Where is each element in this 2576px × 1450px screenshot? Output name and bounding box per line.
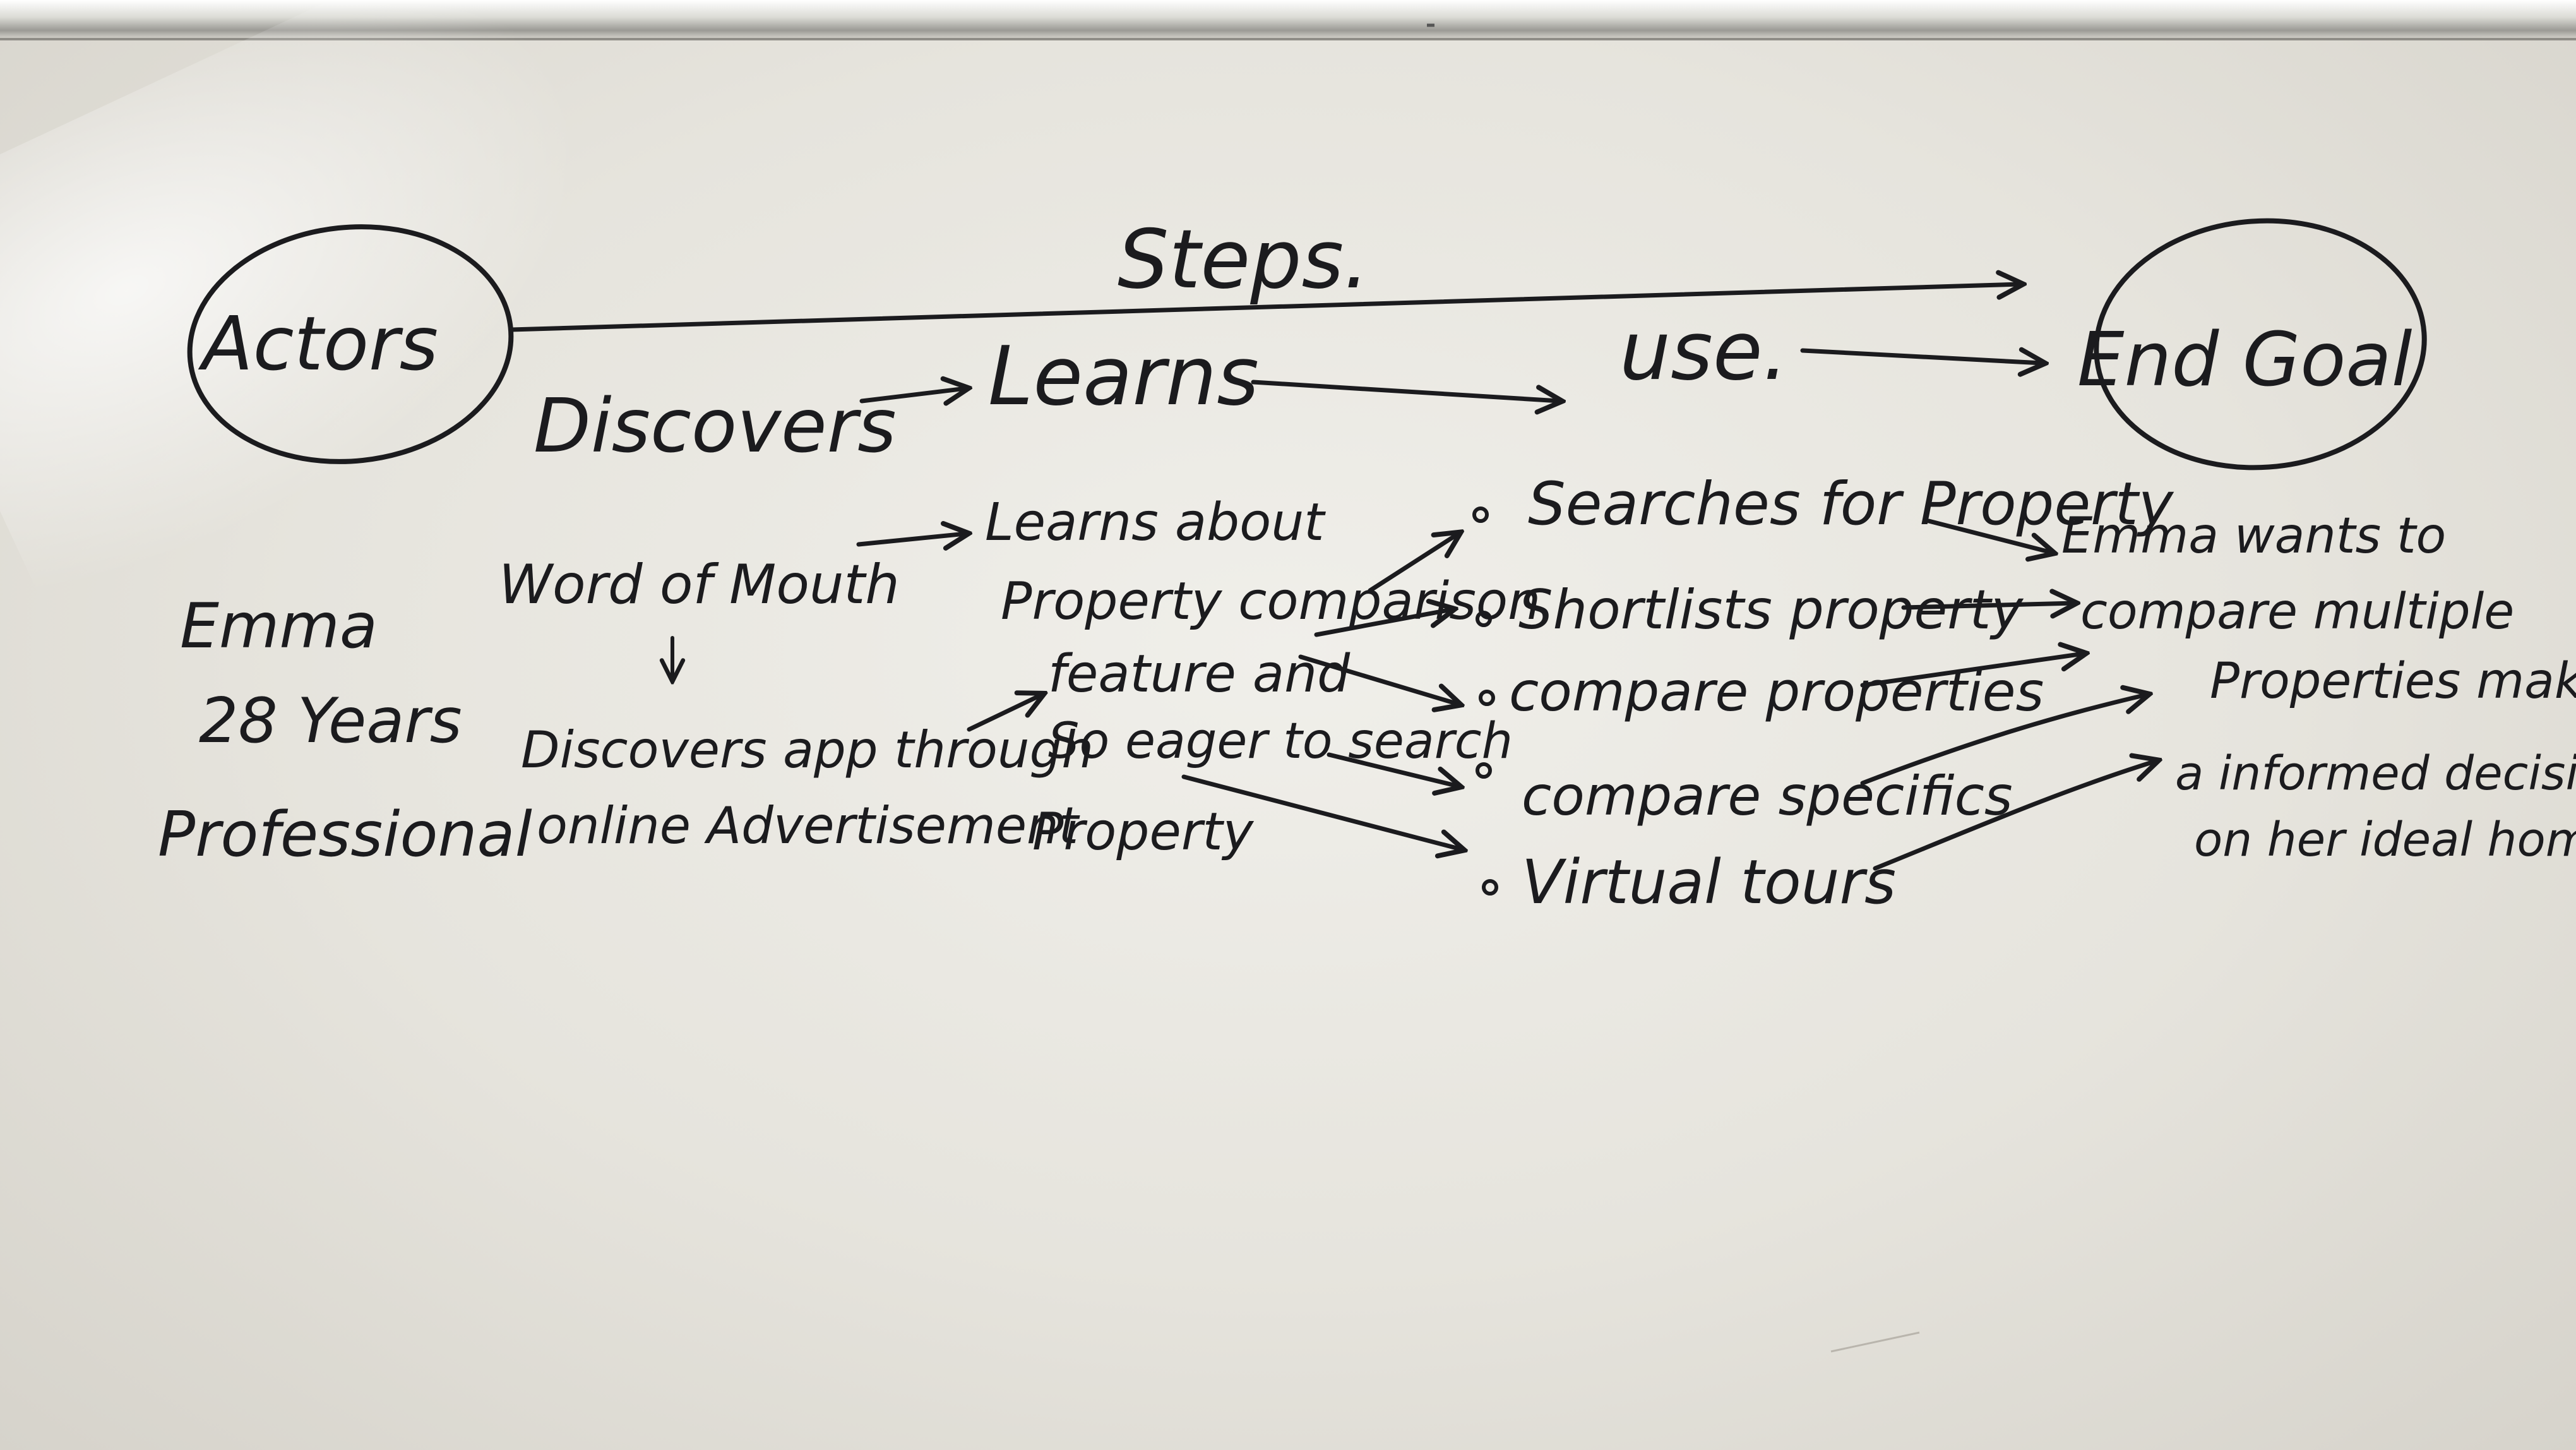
use-item-4: compare specifics <box>1522 765 2013 828</box>
learn-line-3: feature and <box>1048 644 1351 704</box>
arrow-use-goal-3 <box>1860 654 2084 688</box>
stage-discovers: Discovers <box>534 382 897 469</box>
goal-line-1: Emma wants to <box>2061 508 2446 565</box>
end-goal-ellipse <box>2094 218 2427 470</box>
arrow-use-goal-5 <box>1873 761 2156 871</box>
stage-learns: Learns <box>988 330 1259 424</box>
arrow-wom-learns <box>856 534 966 544</box>
arrow-learns-use <box>1251 380 1559 401</box>
arrow-discovers-learns <box>859 388 966 401</box>
discover-word-of-mouth: Word of Mouth <box>499 553 900 616</box>
bullet-1 <box>1472 506 1489 523</box>
steps-arrow <box>509 284 2020 332</box>
arrow-learn-use-5 <box>1181 774 1462 849</box>
learn-line-2: Property comparison <box>1001 572 1541 632</box>
actors-label: Actors <box>198 300 438 387</box>
discover-app: Discovers app through <box>521 721 1094 779</box>
persona-name: Emma <box>180 590 378 662</box>
goal-line-5: on her ideal home <box>2194 813 2576 867</box>
arrow-use-goal-1 <box>1926 518 2052 553</box>
bullet-2 <box>1476 611 1492 627</box>
persona-occupation: Professional <box>158 799 532 871</box>
bullet-5 <box>1482 879 1498 896</box>
arrow-learn-use-2 <box>1314 609 1452 637</box>
arrow-learn-use-3 <box>1298 654 1458 704</box>
arrow-use-goal-4 <box>1860 695 2147 786</box>
goal-line-3: Properties make <box>2210 653 2576 710</box>
smudge-mark <box>1830 1331 1920 1353</box>
goal-line-4: a informed decisions <box>2175 746 2576 801</box>
persona-age: 28 Years <box>199 685 462 757</box>
arrow-use-goal <box>1800 351 2042 363</box>
actors-ellipse <box>187 224 514 464</box>
use-item-5: Virtual tours <box>1522 847 1896 918</box>
arrow-use-goal-2 <box>1901 603 2074 608</box>
end-goal-label: End Goal <box>2077 316 2412 403</box>
arrow-app-learns <box>967 695 1042 732</box>
learn-line-5: Property <box>1032 802 1255 862</box>
steps-label: Steps. <box>1118 213 1369 307</box>
use-item-2: Shortlists property <box>1518 578 2024 642</box>
bullet-3 <box>1479 690 1495 706</box>
discover-online-ad: online Advertisement <box>537 796 1080 855</box>
learn-line-4: So eager to search <box>1048 713 1513 770</box>
stage-use: use. <box>1619 304 1788 398</box>
arrow-learn-use-1 <box>1368 534 1458 593</box>
bullet-4 <box>1476 762 1492 779</box>
goal-line-2: compare multiple <box>2080 584 2514 640</box>
arrow-learn-use-4 <box>1327 752 1458 786</box>
learn-line-1: Learns about <box>985 493 1326 553</box>
use-item-1: Searches for Property <box>1528 470 2174 539</box>
